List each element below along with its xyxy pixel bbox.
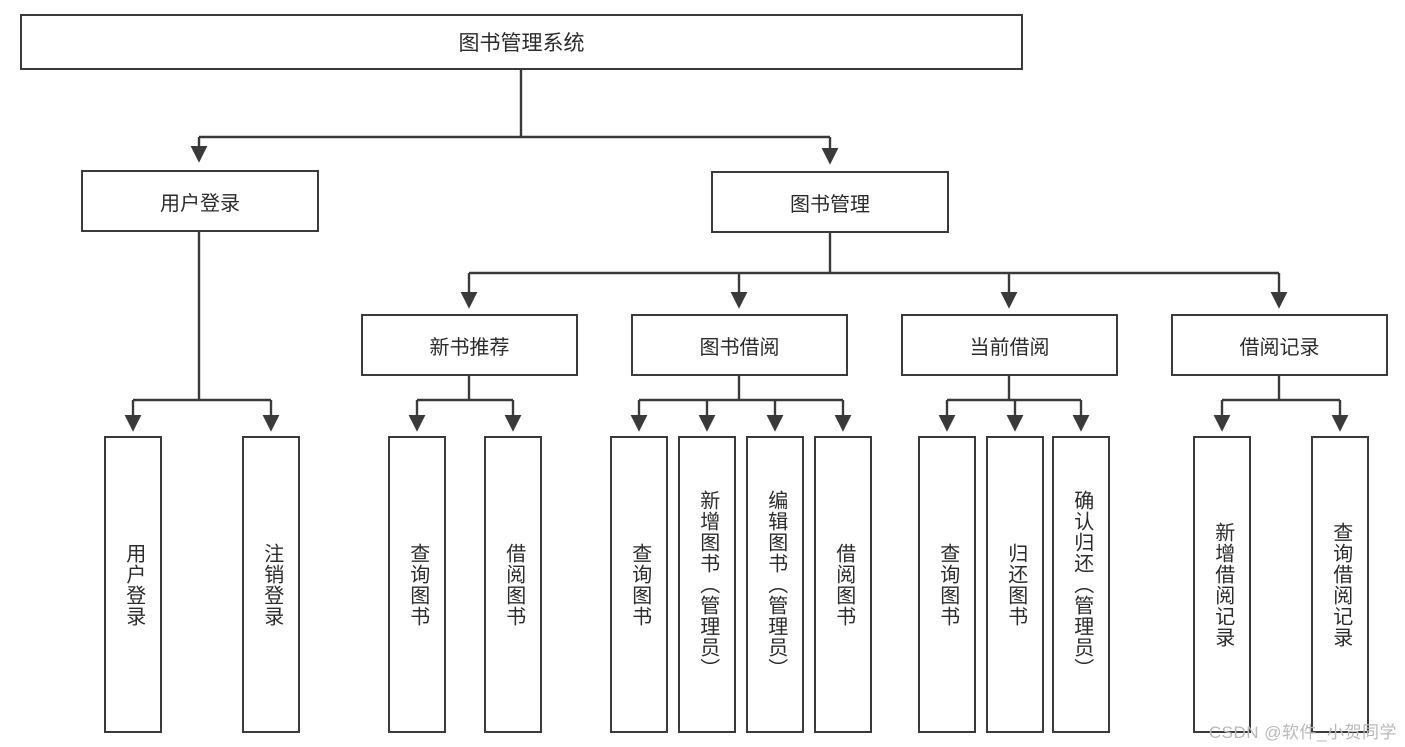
node-new-book-recommend-label: 新书推荐 xyxy=(429,336,510,359)
node-book-borrow[interactable]: 图书借阅 xyxy=(631,314,848,376)
node-root-label: 图书管理系统 xyxy=(458,32,585,55)
node-leaf-add-record[interactable]: 新增借阅记录 xyxy=(1193,436,1251,733)
node-leaf-query-record[interactable]: 查询借阅记录 xyxy=(1311,436,1369,733)
node-leaf-edit-book[interactable]: 编辑图书（管理员） xyxy=(746,436,804,733)
node-leaf-edit-book-label: 编辑图书（管理员） xyxy=(764,490,787,679)
node-borrow-record-label: 借阅记录 xyxy=(1239,336,1320,359)
node-leaf-query-book-1-label: 查询图书 xyxy=(406,542,429,627)
node-new-book-recommend[interactable]: 新书推荐 xyxy=(361,314,578,376)
node-leaf-query-book-2-label: 查询图书 xyxy=(628,542,651,627)
node-leaf-query-record-label: 查询借阅记录 xyxy=(1329,521,1352,648)
node-leaf-user-login-label: 用户登录 xyxy=(122,542,145,627)
watermark: CSDN @软件_小贺同学 xyxy=(1208,723,1397,742)
node-leaf-return-book[interactable]: 归还图书 xyxy=(986,436,1044,733)
node-current-borrow[interactable]: 当前借阅 xyxy=(901,314,1118,376)
node-leaf-confirm-return-label: 确认归还（管理员） xyxy=(1070,490,1093,679)
node-current-borrow-label: 当前借阅 xyxy=(969,336,1050,359)
node-leaf-query-book-3-label: 查询图书 xyxy=(936,542,959,627)
node-leaf-add-record-label: 新增借阅记录 xyxy=(1211,521,1234,648)
node-leaf-add-book-label: 新增图书（管理员） xyxy=(696,490,719,679)
node-leaf-borrow-book-1-label: 借阅图书 xyxy=(502,542,525,627)
node-leaf-user-logout[interactable]: 注销登录 xyxy=(242,436,300,733)
node-leaf-borrow-book-2-label: 借阅图书 xyxy=(832,542,855,627)
node-leaf-borrow-book-2[interactable]: 借阅图书 xyxy=(814,436,872,733)
node-leaf-query-book-1[interactable]: 查询图书 xyxy=(388,436,446,733)
node-user-login-label: 用户登录 xyxy=(160,192,240,215)
node-borrow-record[interactable]: 借阅记录 xyxy=(1171,314,1388,376)
node-root[interactable]: 图书管理系统 xyxy=(20,14,1023,70)
node-book-borrow-label: 图书借阅 xyxy=(699,336,780,359)
node-book-management[interactable]: 图书管理 xyxy=(711,171,949,233)
node-leaf-query-book-2[interactable]: 查询图书 xyxy=(610,436,668,733)
node-leaf-user-login[interactable]: 用户登录 xyxy=(104,436,162,733)
node-leaf-confirm-return[interactable]: 确认归还（管理员） xyxy=(1052,436,1110,733)
node-book-management-label: 图书管理 xyxy=(790,193,870,216)
node-leaf-user-logout-label: 注销登录 xyxy=(260,542,283,627)
node-leaf-add-book[interactable]: 新增图书（管理员） xyxy=(678,436,736,733)
node-leaf-query-book-3[interactable]: 查询图书 xyxy=(918,436,976,733)
node-leaf-borrow-book-1[interactable]: 借阅图书 xyxy=(484,436,542,733)
node-leaf-return-book-label: 归还图书 xyxy=(1004,542,1027,627)
node-user-login[interactable]: 用户登录 xyxy=(81,170,319,232)
